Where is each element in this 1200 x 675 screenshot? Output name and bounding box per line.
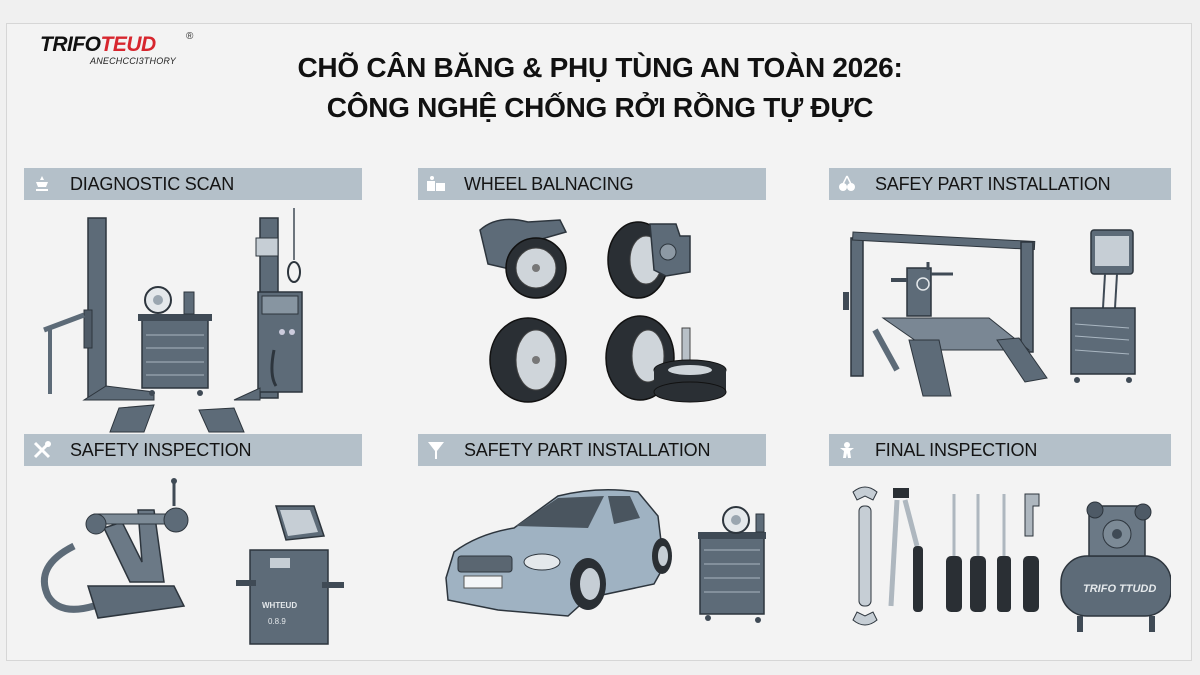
funnel-icon	[426, 440, 446, 460]
section-header: WHEEL BALNACING	[418, 168, 766, 200]
section-label: DIAGNOSTIC SCAN	[70, 173, 235, 194]
balancer-icon	[426, 174, 446, 194]
part-install-icon	[837, 174, 857, 194]
title-line-2: CÔNG NGHỆ CHỐNG RỞI RỒNG TỰ ĐỰC	[326, 92, 874, 123]
section-label: FINAL INSPECTION	[875, 439, 1038, 460]
section-header: SAFEY PART INSTALLATION	[829, 168, 1171, 200]
brand-tagline: ANECHCCI3THORY	[90, 56, 176, 66]
brand-name-part2: TEUD	[100, 33, 157, 56]
alignment-lift-illustration	[829, 200, 1171, 440]
section-header: FINAL INSPECTION	[829, 434, 1171, 466]
section-safey-part-installation: SAFEY PART INSTALLATION	[829, 168, 1171, 440]
section-label: SAFETY INSPECTION	[70, 439, 252, 460]
section-diagnostic-scan: DIAGNOSTIC SCAN	[24, 168, 362, 440]
person-icon	[837, 440, 857, 460]
diagnostic-icon	[32, 174, 52, 194]
brand-name: TRIFOTEUD	[40, 33, 156, 57]
car-and-cart-illustration	[418, 466, 766, 656]
section-label: WHEEL BALNACING	[464, 173, 634, 194]
page-title: CHÕ CÂN BĂNG & PHỤ TÙNG AN TOÀN 2026: CÔ…	[240, 48, 960, 128]
console-readout-text: 0.8.9	[268, 617, 286, 626]
section-header: SAFETY INSPECTION	[24, 434, 362, 466]
tools-and-compressor-illustration: TRIFO TTUDD	[829, 466, 1171, 656]
compressor-brand-text: TRIFO TTUDD	[1083, 583, 1156, 595]
screwdrivers	[946, 493, 1040, 612]
section-label: SAFEY PART INSTALLATION	[875, 173, 1111, 194]
section-header: DIAGNOSTIC SCAN	[24, 168, 362, 200]
section-safety-part-installation: SAFETY PART INSTALLATION	[418, 434, 766, 656]
registered-mark: ®	[186, 31, 194, 42]
title-line-1: CHÕ CÂN BĂNG & PHỤ TÙNG AN TOÀN 2026:	[297, 52, 903, 83]
section-final-inspection: FINAL INSPECTION	[829, 434, 1171, 656]
section-label: SAFETY PART INSTALLATION	[464, 439, 711, 460]
section-wheel-balancing: WHEEL BALNACING	[418, 168, 766, 440]
wheel-balancing-illustration	[418, 200, 766, 440]
diagnostic-illustration	[24, 200, 362, 440]
safety-inspection-illustration: WHTEUD 0.8.9	[24, 466, 362, 656]
wrench-screwdriver-icon	[32, 440, 52, 460]
section-header: SAFETY PART INSTALLATION	[418, 434, 766, 466]
brand-logo: TRIFOTEUD ® ANECHCCI3THORY	[40, 31, 200, 73]
brand-name-part1: TRIFO	[40, 33, 101, 56]
console-brand-text: WHTEUD	[262, 601, 297, 610]
section-safety-inspection: SAFETY INSPECTION WHTEUD 0.8.9	[24, 434, 362, 656]
